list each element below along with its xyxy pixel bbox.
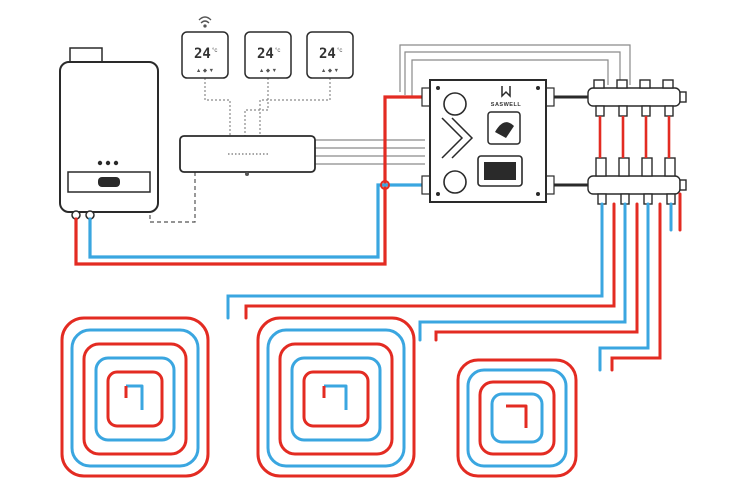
manifold — [587, 79, 687, 205]
boiler — [59, 47, 159, 220]
thermostat-temp: 24 — [257, 46, 274, 62]
control-wiring — [149, 44, 631, 223]
fan-icon — [495, 122, 514, 138]
thermostat-3: 24 °c ▲ ◆ ▼ — [306, 31, 354, 79]
wiring-hub — [179, 135, 316, 176]
thermostat-1: 24 °c ▲ ◆ ▼ — [181, 31, 229, 79]
floor-loop-2 — [256, 316, 416, 478]
brand-logo-icon — [501, 86, 511, 98]
thermostat-buttons[interactable]: ▲ ◆ ▼ — [259, 68, 277, 74]
thermostat-temp: 24 — [194, 46, 211, 62]
supply-pipes — [74, 95, 430, 266]
svg-text:°c: °c — [212, 48, 217, 54]
manifold-feed — [554, 95, 588, 187]
brand-label: SASWELL — [491, 102, 522, 108]
boiler-display-icon — [98, 177, 120, 187]
wifi-icon — [198, 16, 212, 28]
display-icon — [484, 162, 516, 180]
loop-feed-lines — [226, 192, 682, 372]
svg-text:°c: °c — [337, 48, 342, 54]
floor-loop-3 — [456, 358, 578, 478]
thermostat-buttons[interactable]: ▲ ◆ ▼ — [321, 68, 339, 74]
manifold-loop-links — [598, 116, 671, 158]
thermostat-2: 24 °c ▲ ◆ ▼ — [244, 31, 292, 79]
thermostat-temp: 24 — [319, 46, 336, 62]
floor-loop-1 — [60, 316, 210, 478]
svg-text:°c: °c — [275, 48, 280, 54]
mixing-unit: SASWELL — [421, 79, 555, 203]
boiler-flue — [69, 47, 103, 63]
thermostat-buttons[interactable]: ▲ ◆ ▼ — [196, 68, 214, 74]
